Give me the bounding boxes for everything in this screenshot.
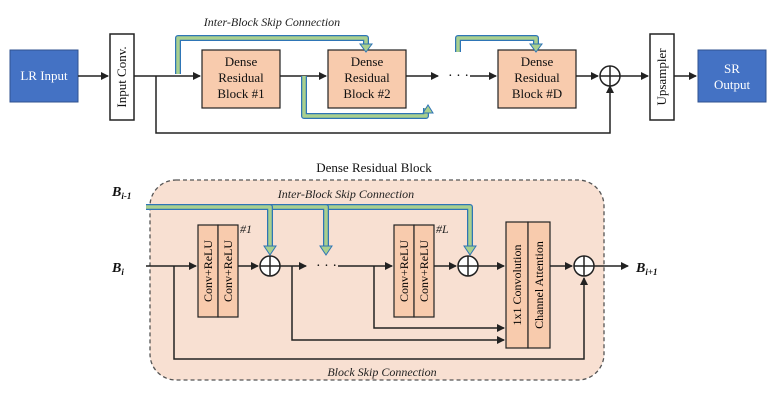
block2-line3: Block #2 [343, 86, 390, 101]
top-inter-block-label: Inter-Block Skip Connection [203, 15, 340, 29]
upsampler-label: Upsampler [654, 48, 669, 106]
sum-node-l [457, 255, 479, 277]
sr-output-line2: Output [714, 77, 751, 92]
fusion-block: 1x1 Convolution Channel Attention [505, 221, 551, 349]
unit1-conv-a: Conv+ReLU [201, 240, 215, 302]
unitL-conv-b: Conv+ReLU [417, 240, 431, 302]
dense-block-d: Dense Residual Block #D [497, 49, 577, 109]
top-inter-skip-2 [301, 76, 434, 119]
unit1-conv-b: Conv+ReLU [221, 240, 235, 302]
dense-skip-line-2 [373, 266, 505, 332]
lr-input-box: LR Input [9, 49, 79, 103]
drb-title: Dense Residual Block [316, 160, 432, 175]
sr-output-line1: SR [724, 61, 740, 76]
input-conv-box: Input Conv. [109, 33, 135, 121]
blockD-line3: Block #D [512, 86, 562, 101]
conv-unit-l: Conv+ReLU Conv+ReLU #L [393, 222, 449, 318]
b-prev-label: Bi-1 [111, 185, 131, 201]
block2-line2: Residual [344, 70, 390, 85]
blockD-line2: Residual [514, 70, 560, 85]
input-conv-label: Input Conv. [114, 46, 129, 107]
lr-input-label: LR Input [20, 68, 68, 83]
bottom-inter-block-label: Inter-Block Skip Connection [277, 187, 414, 201]
top-sum-node [599, 65, 621, 87]
top-ellipsis: · · · [448, 69, 469, 84]
sum-node-1 [259, 255, 281, 277]
bottom-inter-skip [146, 204, 477, 256]
block1-line2: Residual [218, 70, 264, 85]
upsampler-box: Upsampler [649, 33, 675, 121]
b-in-label: Bi [111, 261, 124, 277]
block-skip-line [173, 266, 588, 360]
dense-skip-line-1 [291, 266, 505, 344]
b-out-label: Bi+1 [635, 261, 657, 277]
bottom-ellipsis: · · · [316, 259, 337, 274]
block2-line1: Dense [351, 54, 384, 69]
top-inter-skip-1 [175, 35, 373, 74]
sum-node-out [573, 255, 595, 277]
top-inter-skip-3 [455, 35, 543, 53]
unitL-tag: #L [436, 222, 449, 236]
channel-attention-label: Channel Attention [532, 241, 546, 329]
block1-line3: Block #1 [217, 86, 264, 101]
sr-output-box: SR Output [697, 49, 767, 103]
unitL-conv-a: Conv+ReLU [397, 240, 411, 302]
global-skip-line [155, 76, 614, 134]
conv-unit-1: Conv+ReLU Conv+ReLU #1 [197, 222, 252, 318]
blockD-line1: Dense [521, 54, 554, 69]
block-skip-label: Block Skip Connection [327, 365, 436, 379]
dense-block-2: Dense Residual Block #2 [327, 49, 407, 109]
block1-line1: Dense [225, 54, 258, 69]
dense-block-1: Dense Residual Block #1 [201, 49, 281, 109]
conv1x1-label: 1x1 Convolution [510, 244, 524, 325]
unit1-tag: #1 [240, 222, 252, 236]
drb-region [149, 179, 605, 381]
